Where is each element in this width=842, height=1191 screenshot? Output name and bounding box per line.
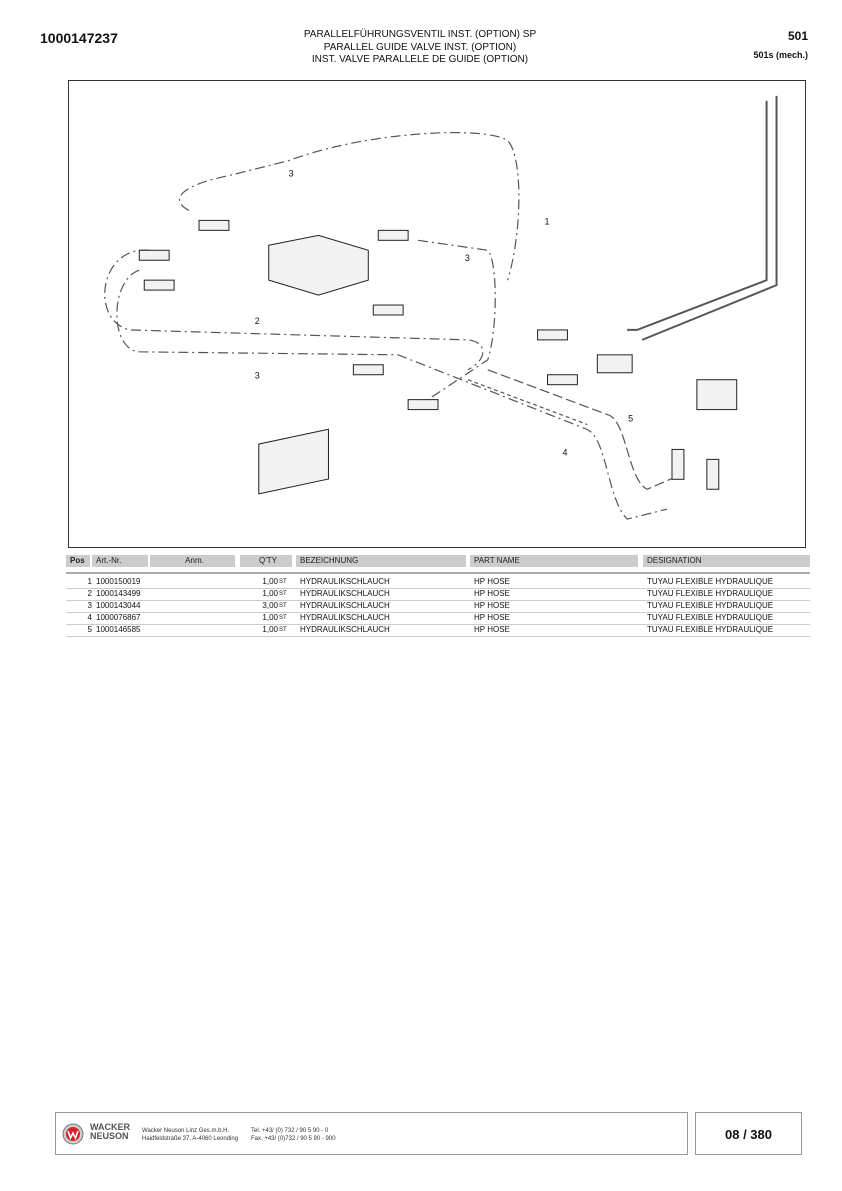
logo-word-2: NEUSON — [90, 1131, 129, 1141]
callout-1: 1 — [545, 216, 550, 226]
tee-fitting — [596, 354, 633, 374]
fitting — [407, 399, 439, 411]
hose-3-low — [116, 269, 668, 520]
hose-1b — [641, 95, 778, 341]
hose-5 — [487, 369, 683, 490]
table-pos: 2 — [87, 589, 92, 598]
col-art: Art.-Nr. — [92, 555, 148, 567]
table-qty: 3,00 — [262, 601, 278, 610]
callout-3c: 3 — [255, 371, 260, 381]
table-unit: ST — [279, 603, 287, 609]
table-part-name: HP HOSE — [474, 601, 510, 610]
callout-2: 2 — [255, 316, 260, 326]
table-art-nr: 1000143499 — [96, 589, 141, 598]
table-designation: TUYAU FLEXIBLE HYDRAULIQUE — [647, 625, 774, 634]
table-bezeichnung: HYDRAULIKSCHLAUCH — [300, 589, 390, 598]
table-bezeichnung: HYDRAULIKSCHLAUCH — [300, 577, 390, 586]
fitting — [671, 448, 685, 480]
table-art-nr: 1000150019 — [96, 577, 141, 586]
valve-block — [268, 234, 369, 296]
table-bezeichnung: HYDRAULIKSCHLAUCH — [300, 625, 390, 634]
table-qty: 1,00 — [262, 589, 278, 598]
callout-3b: 3 — [465, 253, 470, 263]
col-anm: Anm. — [150, 555, 235, 567]
footer: WACKER NEUSON Wacker Neuson Linz Ges.m.b… — [55, 1112, 688, 1155]
callout-5: 5 — [628, 414, 633, 424]
table-art-nr: 1000143044 — [96, 601, 141, 610]
header-rule — [66, 572, 810, 574]
hose-4 — [467, 379, 588, 426]
table-art-nr: 1000146585 — [96, 625, 141, 634]
col-qty: Q'TY — [240, 555, 292, 567]
fitting — [352, 364, 384, 376]
table-unit: ST — [279, 591, 287, 597]
table-qty: 1,00 — [262, 577, 278, 586]
fax: Fax. +43/ (0)732 / 90 5 90 - 900 — [251, 1136, 336, 1142]
title-en: PARALLEL GUIDE VALVE INST. (OPTION) — [323, 41, 517, 53]
row-divider — [66, 588, 810, 589]
wacker-logo-icon — [62, 1123, 84, 1145]
hose-1 — [627, 100, 768, 331]
fitting — [547, 374, 578, 386]
model-number: 501 — [787, 29, 808, 43]
table-art-nr: 1000076867 — [96, 613, 141, 622]
model-variant: 501s (mech.) — [753, 50, 808, 60]
fitting — [198, 219, 230, 231]
col-pos: Pos — [66, 555, 90, 567]
logo-word-1: WACKER — [90, 1122, 130, 1132]
fitting — [372, 304, 404, 316]
hose-3-mid — [417, 239, 496, 401]
table-qty: 1,00 — [262, 613, 278, 622]
logo-text: WACKER NEUSON — [90, 1123, 130, 1141]
table-part-name: HP HOSE — [474, 577, 510, 586]
callout-3a: 3 — [289, 169, 294, 179]
table-bezeichnung: HYDRAULIKSCHLAUCH — [300, 601, 390, 610]
table-unit: ST — [279, 579, 287, 585]
table-pos: 1 — [87, 577, 92, 586]
col-bez: BEZEICHNUNG — [296, 555, 466, 567]
table-designation: TUYAU FLEXIBLE HYDRAULIQUE — [647, 601, 774, 610]
table-qty: 1,00 — [262, 625, 278, 634]
table-designation: TUYAU FLEXIBLE HYDRAULIQUE — [647, 577, 774, 586]
fitting — [706, 458, 720, 490]
fitting — [377, 229, 409, 241]
table-part-name: HP HOSE — [474, 589, 510, 598]
table-pos: 3 — [87, 601, 92, 610]
callout-4: 4 — [562, 447, 567, 457]
fitting — [537, 329, 568, 341]
row-divider — [66, 600, 810, 601]
table-designation: TUYAU FLEXIBLE HYDRAULIQUE — [647, 613, 774, 622]
page-titles: PARALLELFÜHRUNGSVENTIL INST. (OPTION) SP… — [220, 29, 620, 67]
table-unit: ST — [279, 627, 287, 633]
diagram-drawing: 3 1 3 2 3 5 4 — [104, 95, 778, 520]
company-address: Haidfeldstraße 37, A-4060 Leonding — [142, 1136, 239, 1142]
col-part: PART NAME — [470, 555, 638, 567]
table-unit: ST — [279, 615, 287, 621]
hose-3-top — [178, 132, 520, 281]
table-part-name: HP HOSE — [474, 625, 510, 634]
col-des: DESIGNATION — [643, 555, 810, 567]
title-de: PARALLELFÜHRUNGSVENTIL INST. (OPTION) SP — [303, 29, 537, 40]
table-bezeichnung: HYDRAULIKSCHLAUCH — [300, 613, 390, 622]
row-divider — [66, 624, 810, 625]
table-designation: TUYAU FLEXIBLE HYDRAULIQUE — [647, 589, 774, 598]
fitting — [138, 249, 170, 261]
phone: Tel. +43/ (0) 732 / 90 5 90 - 0 — [251, 1128, 329, 1134]
table-pos: 4 — [87, 613, 92, 622]
row-divider — [66, 612, 810, 613]
table-pos: 5 — [87, 625, 92, 634]
manifold-fitting — [696, 379, 738, 411]
table-part-name: HP HOSE — [474, 613, 510, 622]
row-divider — [66, 636, 810, 637]
control-block — [258, 428, 329, 495]
title-fr: INST. VALVE PARALLELE DE GUIDE (OPTION) — [311, 54, 529, 65]
hose-2 — [104, 249, 484, 371]
exploded-diagram: 3 1 3 2 3 5 4 — [68, 80, 806, 548]
fitting — [143, 279, 175, 291]
company-name: Wacker Neuson Linz Ges.m.b.H. — [142, 1128, 230, 1134]
document-number: 1000147237 — [40, 30, 118, 46]
page-number: 08 / 380 — [695, 1112, 802, 1155]
